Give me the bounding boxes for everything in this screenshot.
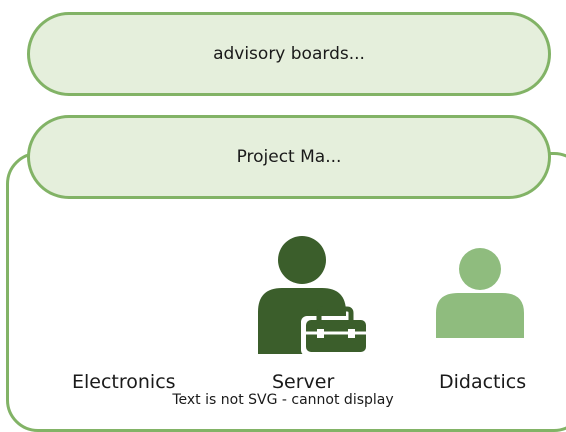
electronics-label: Electronics [72,371,176,393]
person-briefcase-icon [258,236,369,356]
svg-fallback-notice: Text is not SVG - cannot display [172,392,394,408]
person-icon [436,248,524,338]
project-management-box[interactable]: Project Ma... [27,115,551,199]
didactics-label: Didactics [439,371,527,393]
advisory-boards-box[interactable]: advisory boards... [27,12,551,96]
project-management-label: Project Ma... [236,147,342,167]
advisory-boards-label: advisory boards... [213,44,365,64]
server-label: Server [272,371,335,393]
